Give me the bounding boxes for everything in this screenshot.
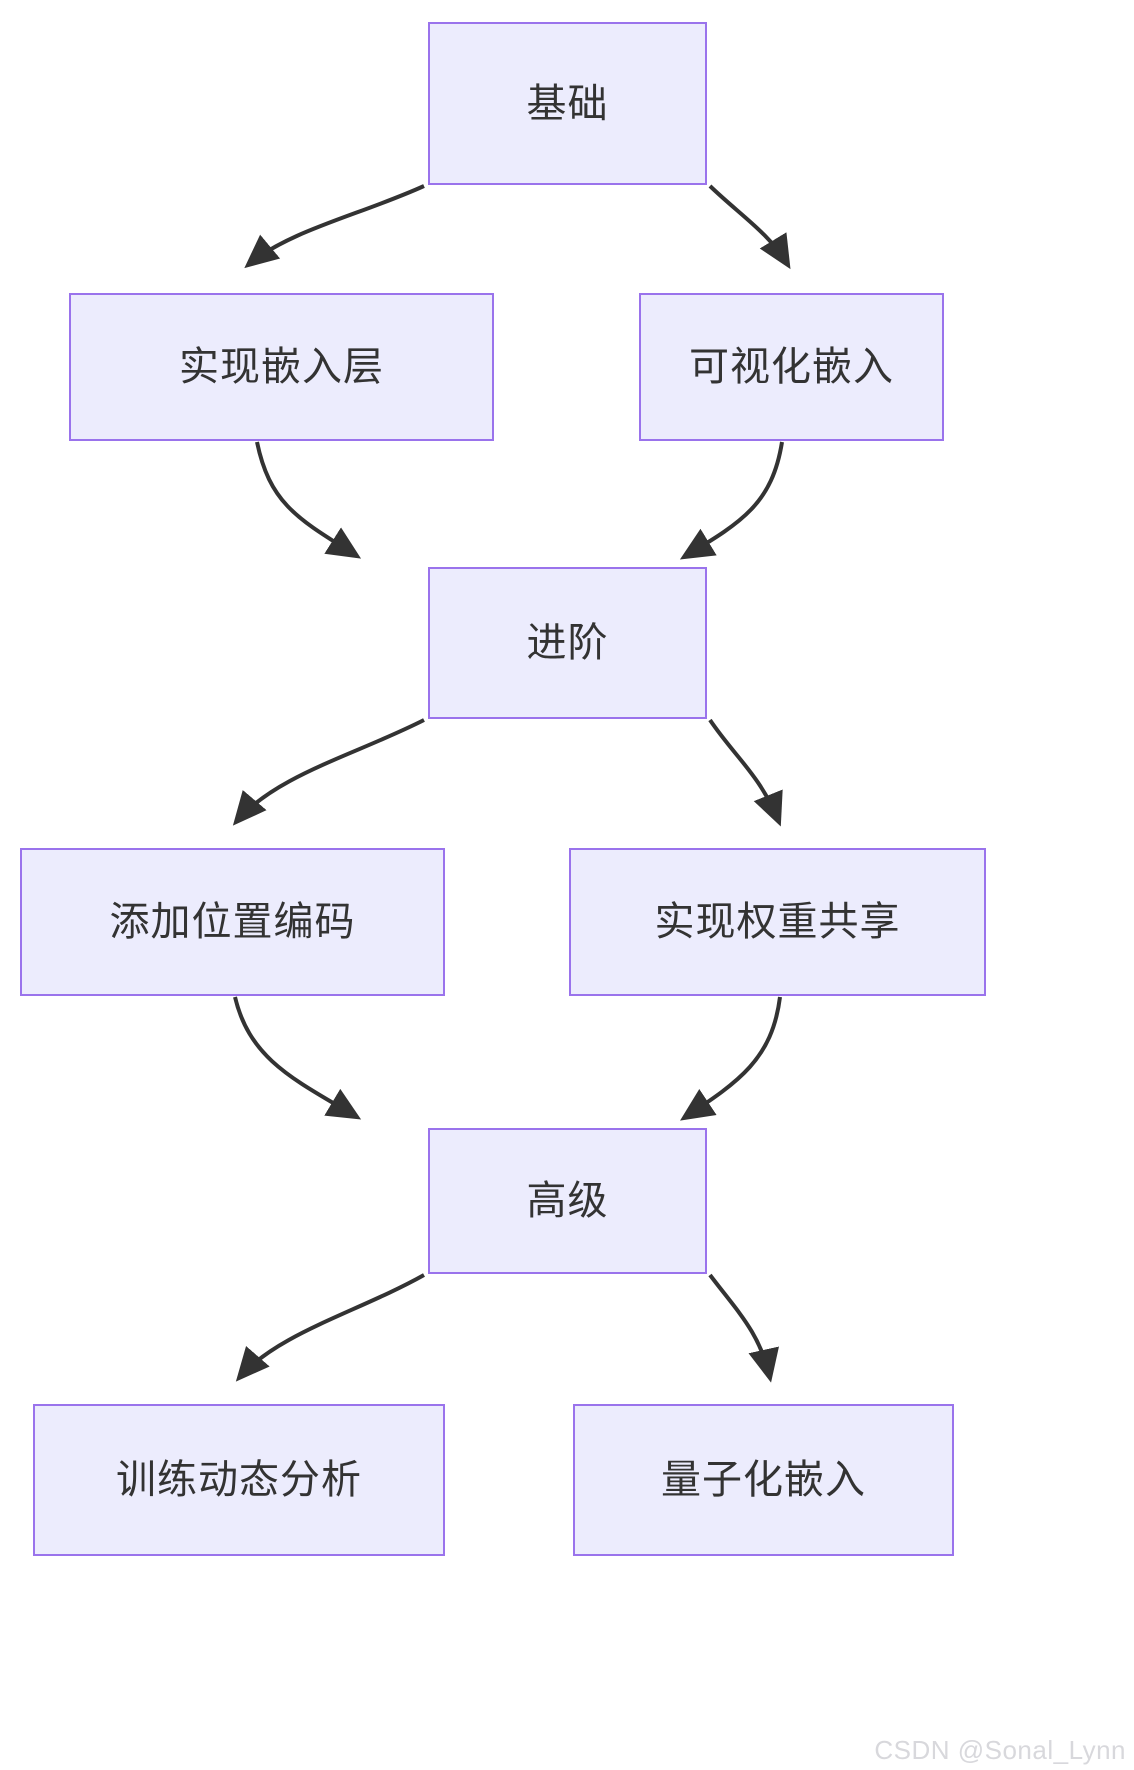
node-keshihua-qianru[interactable]: 可视化嵌入 [639, 293, 944, 441]
edge-n1-n3 [708, 184, 791, 270]
node-tianjia-weizhi-bianma[interactable]: 添加位置编码 [20, 848, 445, 996]
node-label: 可视化嵌入 [689, 345, 894, 389]
edge-n4-n6 [708, 718, 783, 827]
node-label: 高级 [526, 1179, 609, 1223]
watermark-text: CSDN @Sonal_Lynn [874, 1735, 1126, 1765]
node-label: 训练动态分析 [116, 1458, 362, 1502]
node-label: 实现权重共享 [654, 900, 901, 944]
edge-n6-n7 [680, 996, 782, 1121]
edge-n7-n8 [235, 1273, 425, 1382]
edge-n7-n9 [708, 1273, 779, 1383]
edge-n4-n5 [232, 718, 425, 826]
node-label: 实现嵌入层 [179, 345, 384, 389]
node-liangzihua-qianru[interactable]: 量子化嵌入 [573, 1404, 954, 1556]
node-label: 量子化嵌入 [661, 1458, 866, 1502]
node-jichu[interactable]: 基础 [428, 22, 707, 185]
edge-n1-n2 [244, 184, 425, 269]
edge-n3-n4 [679, 441, 784, 560]
node-label: 进阶 [526, 621, 609, 665]
edge-n2-n4 [255, 441, 362, 559]
node-jinjie[interactable]: 进阶 [428, 567, 707, 719]
node-label: 添加位置编码 [109, 900, 356, 944]
node-label: 基础 [526, 81, 609, 126]
node-gaoji[interactable]: 高级 [428, 1128, 707, 1274]
edge-n5-n7 [233, 996, 362, 1120]
node-xunlian-dongtai-fenxi[interactable]: 训练动态分析 [33, 1404, 445, 1556]
node-shixian-quanzhong-gongxiang[interactable]: 实现权重共享 [569, 848, 986, 996]
node-shixian-qianrujceng[interactable]: 实现嵌入层 [69, 293, 494, 441]
